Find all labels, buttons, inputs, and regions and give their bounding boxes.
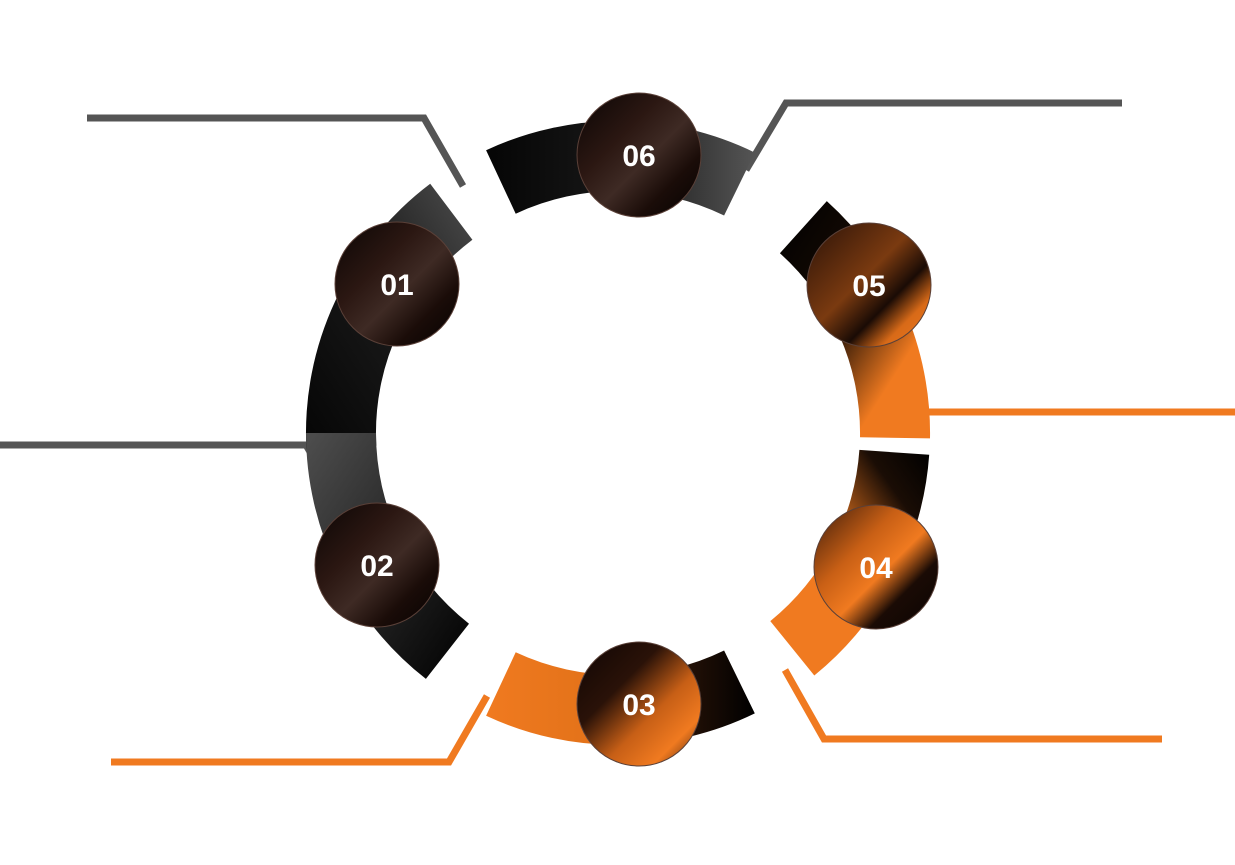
step-badge-04: 04	[813, 504, 939, 630]
badge-circle-06	[576, 92, 702, 218]
step-badge-01: 01	[334, 221, 460, 347]
step-badge-05: 05	[806, 222, 932, 348]
connector-line-04	[781, 668, 1162, 743]
badge-circle-01	[334, 221, 460, 347]
badge-circle-05	[806, 222, 932, 348]
step-badge-02: 02	[314, 502, 440, 628]
step-number-03: 03	[622, 689, 655, 722]
step-number-01: 01	[380, 269, 413, 302]
step-badge-03: 03	[576, 641, 702, 767]
step-number-05: 05	[852, 270, 885, 303]
connector-line-01	[87, 114, 467, 188]
step-number-06: 06	[622, 140, 655, 173]
badge-circle-03	[576, 641, 702, 767]
connector-lines	[0, 99, 1235, 766]
connector-line-06	[742, 99, 1122, 172]
step-badges: 01 02 03 04 05 06	[314, 92, 939, 767]
step-number-04: 04	[859, 552, 893, 585]
connector-line-02	[0, 441, 341, 500]
badge-circle-02	[314, 502, 440, 628]
badge-circle-04	[813, 504, 939, 630]
step-number-02: 02	[360, 550, 393, 583]
step-badge-06: 06	[576, 92, 702, 218]
connector-line-03	[111, 694, 491, 766]
